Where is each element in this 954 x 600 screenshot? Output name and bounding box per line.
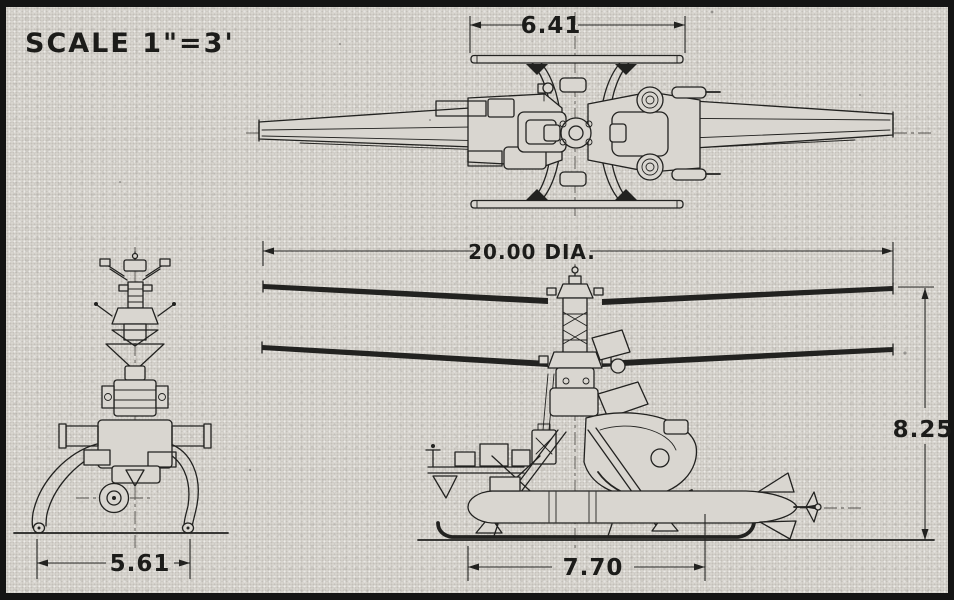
side-rotor-blades bbox=[261, 280, 894, 367]
front-view bbox=[13, 247, 229, 549]
plan-view bbox=[246, 12, 934, 216]
front-mast bbox=[94, 251, 176, 381]
plan-rotor-hub bbox=[560, 117, 592, 149]
side-tail-fin-lower bbox=[759, 520, 797, 540]
scan-specks bbox=[118, 10, 907, 472]
side-payload-pod bbox=[467, 472, 822, 540]
dimension-label-8-25: 8.25 bbox=[893, 417, 954, 443]
front-cylinder-right bbox=[171, 425, 205, 447]
scale-label: SCALE 1"=3' bbox=[25, 28, 235, 59]
plan-engine-cylinder-top bbox=[636, 86, 664, 114]
side-sensor-boom bbox=[425, 443, 531, 499]
front-engine-assembly bbox=[58, 379, 212, 514]
dimension-label-6-41: 6.41 bbox=[521, 13, 582, 39]
dimension-skid-span: 6.41 bbox=[469, 13, 686, 53]
plan-skid-tube-top bbox=[470, 54, 684, 64]
dimension-label-20-00-dia: 20.00 DIA. bbox=[468, 240, 596, 264]
dimension-fuselage-length: 7.70 bbox=[467, 514, 706, 581]
plan-hub-machinery bbox=[435, 77, 721, 187]
plan-engine-cylinder-bottom bbox=[636, 153, 664, 181]
side-engine-assembly bbox=[531, 329, 698, 500]
side-skid bbox=[436, 521, 756, 539]
dimension-overall-height: 8.25 bbox=[893, 286, 954, 540]
side-view bbox=[261, 264, 935, 549]
plan-landing-gear bbox=[470, 54, 684, 209]
dimension-label-7-70: 7.70 bbox=[563, 555, 624, 581]
plan-skid-tube-bottom bbox=[470, 199, 684, 209]
side-mast bbox=[538, 265, 612, 391]
front-cylinder-left bbox=[65, 425, 99, 447]
dimension-rotor-diameter: 20.00 DIA. bbox=[262, 240, 894, 284]
dimension-skid-track: 5.61 bbox=[36, 539, 191, 579]
side-tail-fin-upper bbox=[757, 472, 795, 493]
dimension-label-5-61: 5.61 bbox=[110, 551, 171, 577]
